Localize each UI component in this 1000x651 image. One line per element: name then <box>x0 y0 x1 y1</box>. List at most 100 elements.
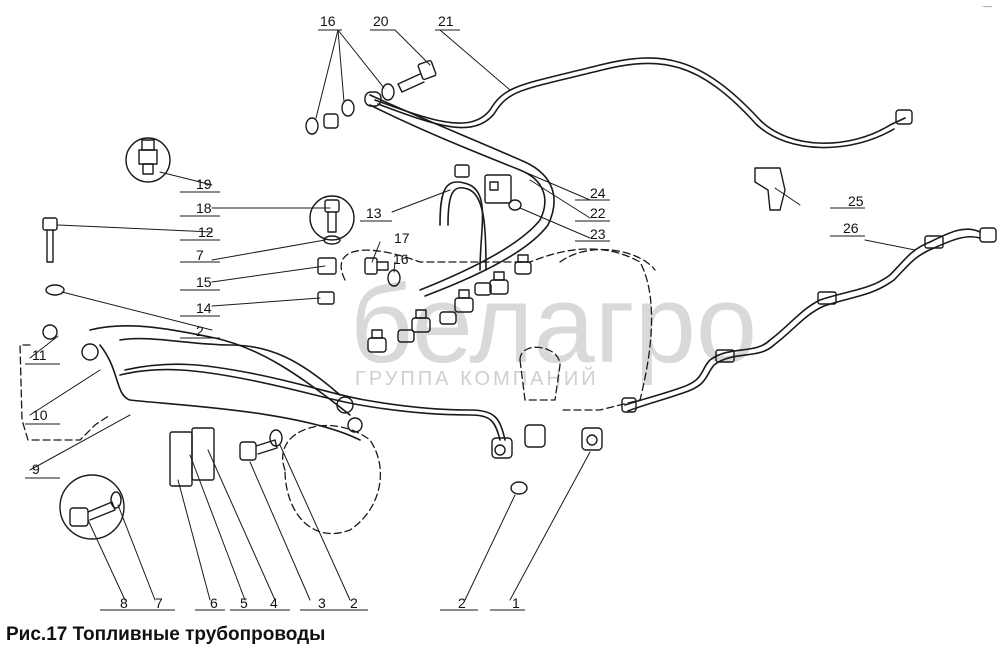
pipe-13-b <box>447 187 487 271</box>
sleeve-26-b <box>817 291 837 305</box>
watermark: белагро ГРУППА КОМПАНИЙ <box>350 263 757 390</box>
fitting-h <box>474 282 492 296</box>
bracket-25 <box>754 167 786 211</box>
callout-21: 21 <box>438 13 454 29</box>
callout-2-left: 2 <box>196 323 204 339</box>
banjo-22 <box>364 91 382 107</box>
pipe-loop-left <box>99 344 361 441</box>
fitting-a <box>367 329 387 353</box>
clamp-24 <box>454 164 470 178</box>
callout-11: 11 <box>32 347 47 363</box>
bolt-3 <box>239 439 278 461</box>
callout-labels: 1 2 3 4 5 6 7 8 9 10 11 12 14 15 16 17 1… <box>32 13 864 611</box>
fitting-c <box>454 289 474 313</box>
fitting-g <box>439 311 457 325</box>
corner-mark: ·— <box>981 2 992 11</box>
pipe-13 <box>439 181 484 271</box>
bolt-20 <box>397 59 437 93</box>
callout-8: 8 <box>120 595 128 611</box>
callout-24: 24 <box>590 185 606 201</box>
fitting-d <box>489 271 509 295</box>
pipe-22-b <box>369 94 555 297</box>
callout-10: 10 <box>32 407 48 423</box>
fuel-pipes <box>89 57 981 441</box>
fuel-pump-outline <box>340 248 653 411</box>
nut-26-start <box>621 397 637 413</box>
bolt-17 <box>364 257 389 275</box>
pump-fittings <box>367 254 532 353</box>
pipe-21 <box>374 57 906 144</box>
callout-22: 22 <box>590 205 606 221</box>
washer-7-bottom <box>110 491 122 509</box>
callout-20: 20 <box>373 13 389 29</box>
pump-body-outline <box>559 248 656 271</box>
washer-16-a <box>305 117 319 135</box>
pipe-10 <box>119 337 341 396</box>
nut-21-end <box>895 109 913 125</box>
callout-16-mid: 16 <box>393 251 409 267</box>
callout-18: 18 <box>196 200 212 216</box>
fitting-19 <box>138 139 158 175</box>
bracket-24 <box>484 174 512 204</box>
clip-4-5-6 <box>169 427 215 487</box>
sleeve-26-a <box>924 235 944 249</box>
nut-16-d <box>323 113 339 129</box>
callout-19: 19 <box>196 176 212 192</box>
nut-26-end <box>979 227 997 243</box>
washer-2-left <box>45 284 65 296</box>
detail-circle-19 <box>125 137 171 183</box>
sleeve-26-c <box>715 349 735 363</box>
callout-5: 5 <box>240 595 248 611</box>
callout-26: 26 <box>843 220 859 236</box>
phantom-outlines <box>19 248 656 535</box>
filter-outline <box>282 424 382 535</box>
callout-1: 1 <box>512 595 520 611</box>
pipe-26-b <box>627 235 981 412</box>
leader-lines <box>29 29 916 601</box>
callout-13: 13 <box>366 205 382 221</box>
fitting-f <box>397 329 415 343</box>
callout-4: 4 <box>270 595 278 611</box>
callout-9: 9 <box>32 461 40 477</box>
callout-17: 17 <box>394 230 410 246</box>
banjo-left-pump <box>336 396 363 433</box>
bolt-12 <box>42 217 58 263</box>
fitting-e <box>514 254 532 275</box>
callout-2-bottom: 2 <box>350 595 358 611</box>
callout-14: 14 <box>196 300 212 316</box>
detail-circle-18 <box>309 195 355 241</box>
clip-15 <box>317 257 337 275</box>
pipe-22 <box>369 104 546 291</box>
callout-7-top: 7 <box>196 247 204 263</box>
washer-16-b <box>341 99 355 117</box>
detail-circle-8 <box>59 474 125 540</box>
watermark-subtitle: ГРУППА КОМПАНИЙ <box>355 366 599 390</box>
callout-23: 23 <box>590 226 606 242</box>
callout-25: 25 <box>848 193 864 209</box>
pipe-21-b <box>377 62 895 149</box>
nozzle-banjo <box>491 424 546 459</box>
callout-3: 3 <box>318 595 326 611</box>
watermark-logo: белагро <box>350 263 757 386</box>
washer-16-c <box>381 83 395 101</box>
callout-15: 15 <box>196 274 212 290</box>
pipe-9 <box>119 368 501 441</box>
bolt-8 <box>69 501 116 527</box>
pipe-26 <box>624 228 981 406</box>
callout-2: 2 <box>458 595 466 611</box>
bolt-18 <box>324 199 340 233</box>
callout-12: 12 <box>198 224 214 240</box>
fitting-1 <box>581 427 603 451</box>
pipe-9-b <box>124 363 506 441</box>
washer-2-mid <box>269 429 283 447</box>
left-bracket-outline <box>19 344 111 441</box>
washer-23 <box>508 199 522 211</box>
small-parts <box>42 59 997 540</box>
callout-16: 16 <box>320 13 336 29</box>
figure-caption: Рис.17 Топливные трубопроводы <box>6 624 326 645</box>
callout-7: 7 <box>155 595 163 611</box>
banjo-11 <box>42 324 99 361</box>
callout-6: 6 <box>210 595 218 611</box>
fitting-b <box>411 309 431 333</box>
washer-2-bottom <box>510 481 528 495</box>
